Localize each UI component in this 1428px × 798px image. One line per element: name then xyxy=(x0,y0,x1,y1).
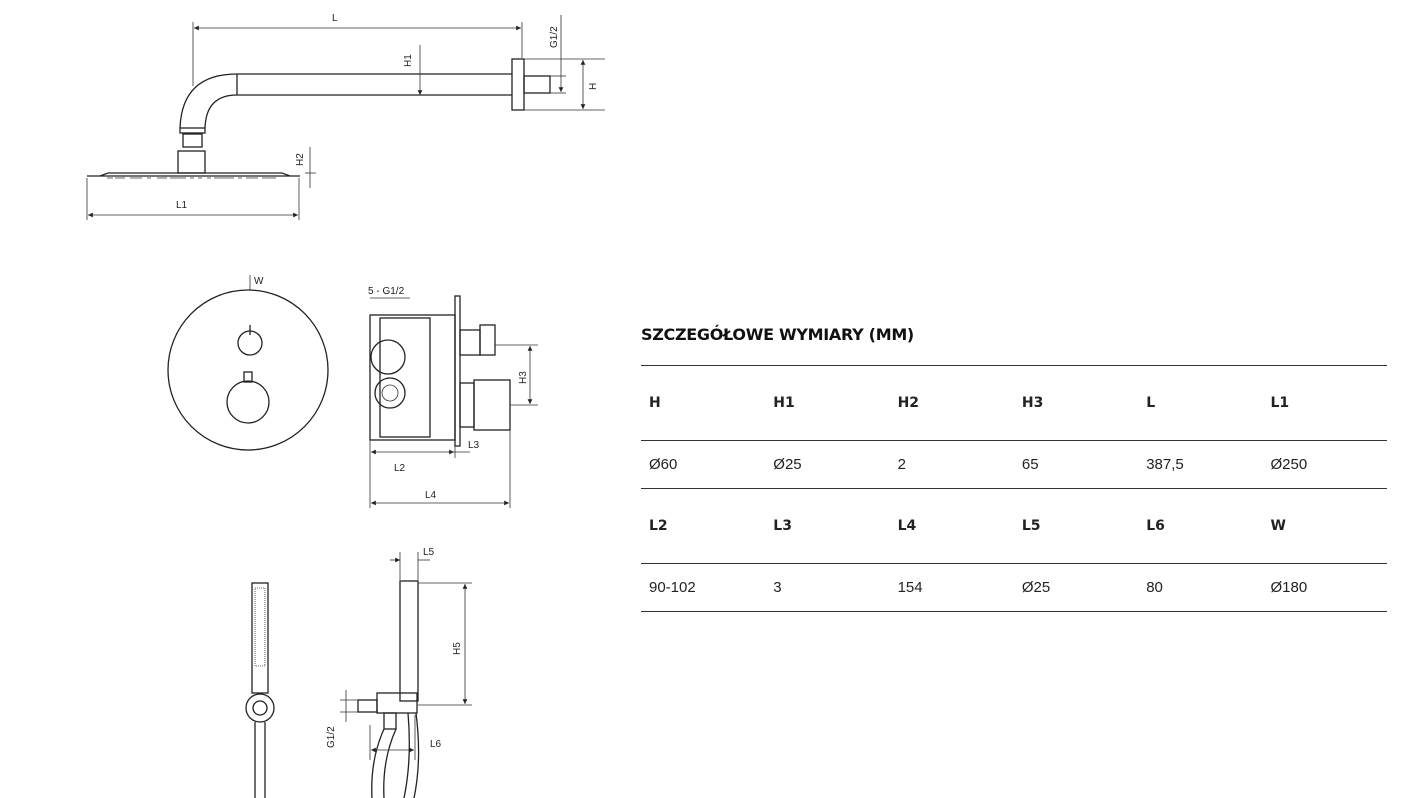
dim-L3-label: L3 xyxy=(468,440,480,451)
table-header-cell: L2 xyxy=(649,518,668,534)
dim-5xG12-label: 5 - G1/2 xyxy=(368,286,405,297)
dim-L6-label: L6 xyxy=(430,739,442,750)
dim-L4-label: L4 xyxy=(425,490,437,501)
table-header-row: L2 L3 L4 L5 L6 W xyxy=(641,488,1387,563)
table-header-cell: W xyxy=(1270,518,1286,534)
dim-H3-label: H3 xyxy=(518,371,529,384)
dim-L5-label: L5 xyxy=(423,547,435,558)
dimensions-title: SZCZEGÓŁOWE WYMIARY (MM) xyxy=(641,325,914,344)
table-cell: 154 xyxy=(897,579,923,596)
table-cell: Ø25 xyxy=(773,456,802,473)
table-header-cell: L1 xyxy=(1270,395,1290,411)
table-header-cell: L5 xyxy=(1021,518,1041,534)
table-header-cell: L xyxy=(1146,395,1156,411)
technical-drawing: L L1 H2 H1 H G1/2 xyxy=(86,13,605,798)
dim-L1-label: L1 xyxy=(176,200,188,211)
dim-H2-label: H2 xyxy=(295,153,306,166)
table-cell: 387,5 xyxy=(1146,456,1184,473)
dim-G12-hand-label: G1/2 xyxy=(326,726,337,748)
table-cell: Ø180 xyxy=(1270,579,1308,596)
dimensions-table: H H1 H2 H3 L L1 Ø60 Ø25 2 65 387,5 Ø250 … xyxy=(641,365,1387,612)
table-row: 90-102 3 154 Ø25 80 Ø180 xyxy=(641,563,1387,612)
table-header-cell: L4 xyxy=(897,518,917,534)
mixer-front-drawing: W xyxy=(167,275,329,451)
table-header-cell: H xyxy=(649,395,661,411)
table-header-cell: H1 xyxy=(773,395,795,411)
table-cell: 2 xyxy=(897,456,906,473)
table-row: Ø60 Ø25 2 65 387,5 Ø250 xyxy=(641,440,1387,488)
dim-L-label: L xyxy=(332,13,338,24)
dim-W-label: W xyxy=(254,276,264,287)
table-header-cell: L3 xyxy=(773,518,792,534)
table-cell: Ø25 xyxy=(1021,579,1051,596)
dim-H1-label: H1 xyxy=(403,54,414,67)
dim-H-label: H xyxy=(588,83,599,90)
table-header-cell: H2 xyxy=(897,395,920,411)
mixer-side-drawing: 5 - G1/2 H3 L2 L3 L4 xyxy=(368,286,538,508)
dim-L2-label: L2 xyxy=(394,463,406,474)
hand-shower-drawing: L5 H5 G1/2 L6 xyxy=(245,547,472,798)
table-header-cell: L6 xyxy=(1146,518,1165,534)
table-cell: Ø60 xyxy=(649,456,678,473)
table-cell: 3 xyxy=(773,579,782,596)
table-cell: 65 xyxy=(1021,456,1039,473)
shower-head-drawing: L L1 H2 H1 H G1/2 xyxy=(86,13,605,220)
table-header-cell: H3 xyxy=(1021,395,1044,411)
dim-H5-label: H5 xyxy=(452,642,463,655)
table-header-row: H H1 H2 H3 L L1 xyxy=(641,365,1387,440)
table-cell: 90-102 xyxy=(649,579,696,596)
table-cell: Ø250 xyxy=(1270,456,1308,473)
dim-G12-label: G1/2 xyxy=(549,26,560,48)
table-cell: 80 xyxy=(1146,579,1163,596)
